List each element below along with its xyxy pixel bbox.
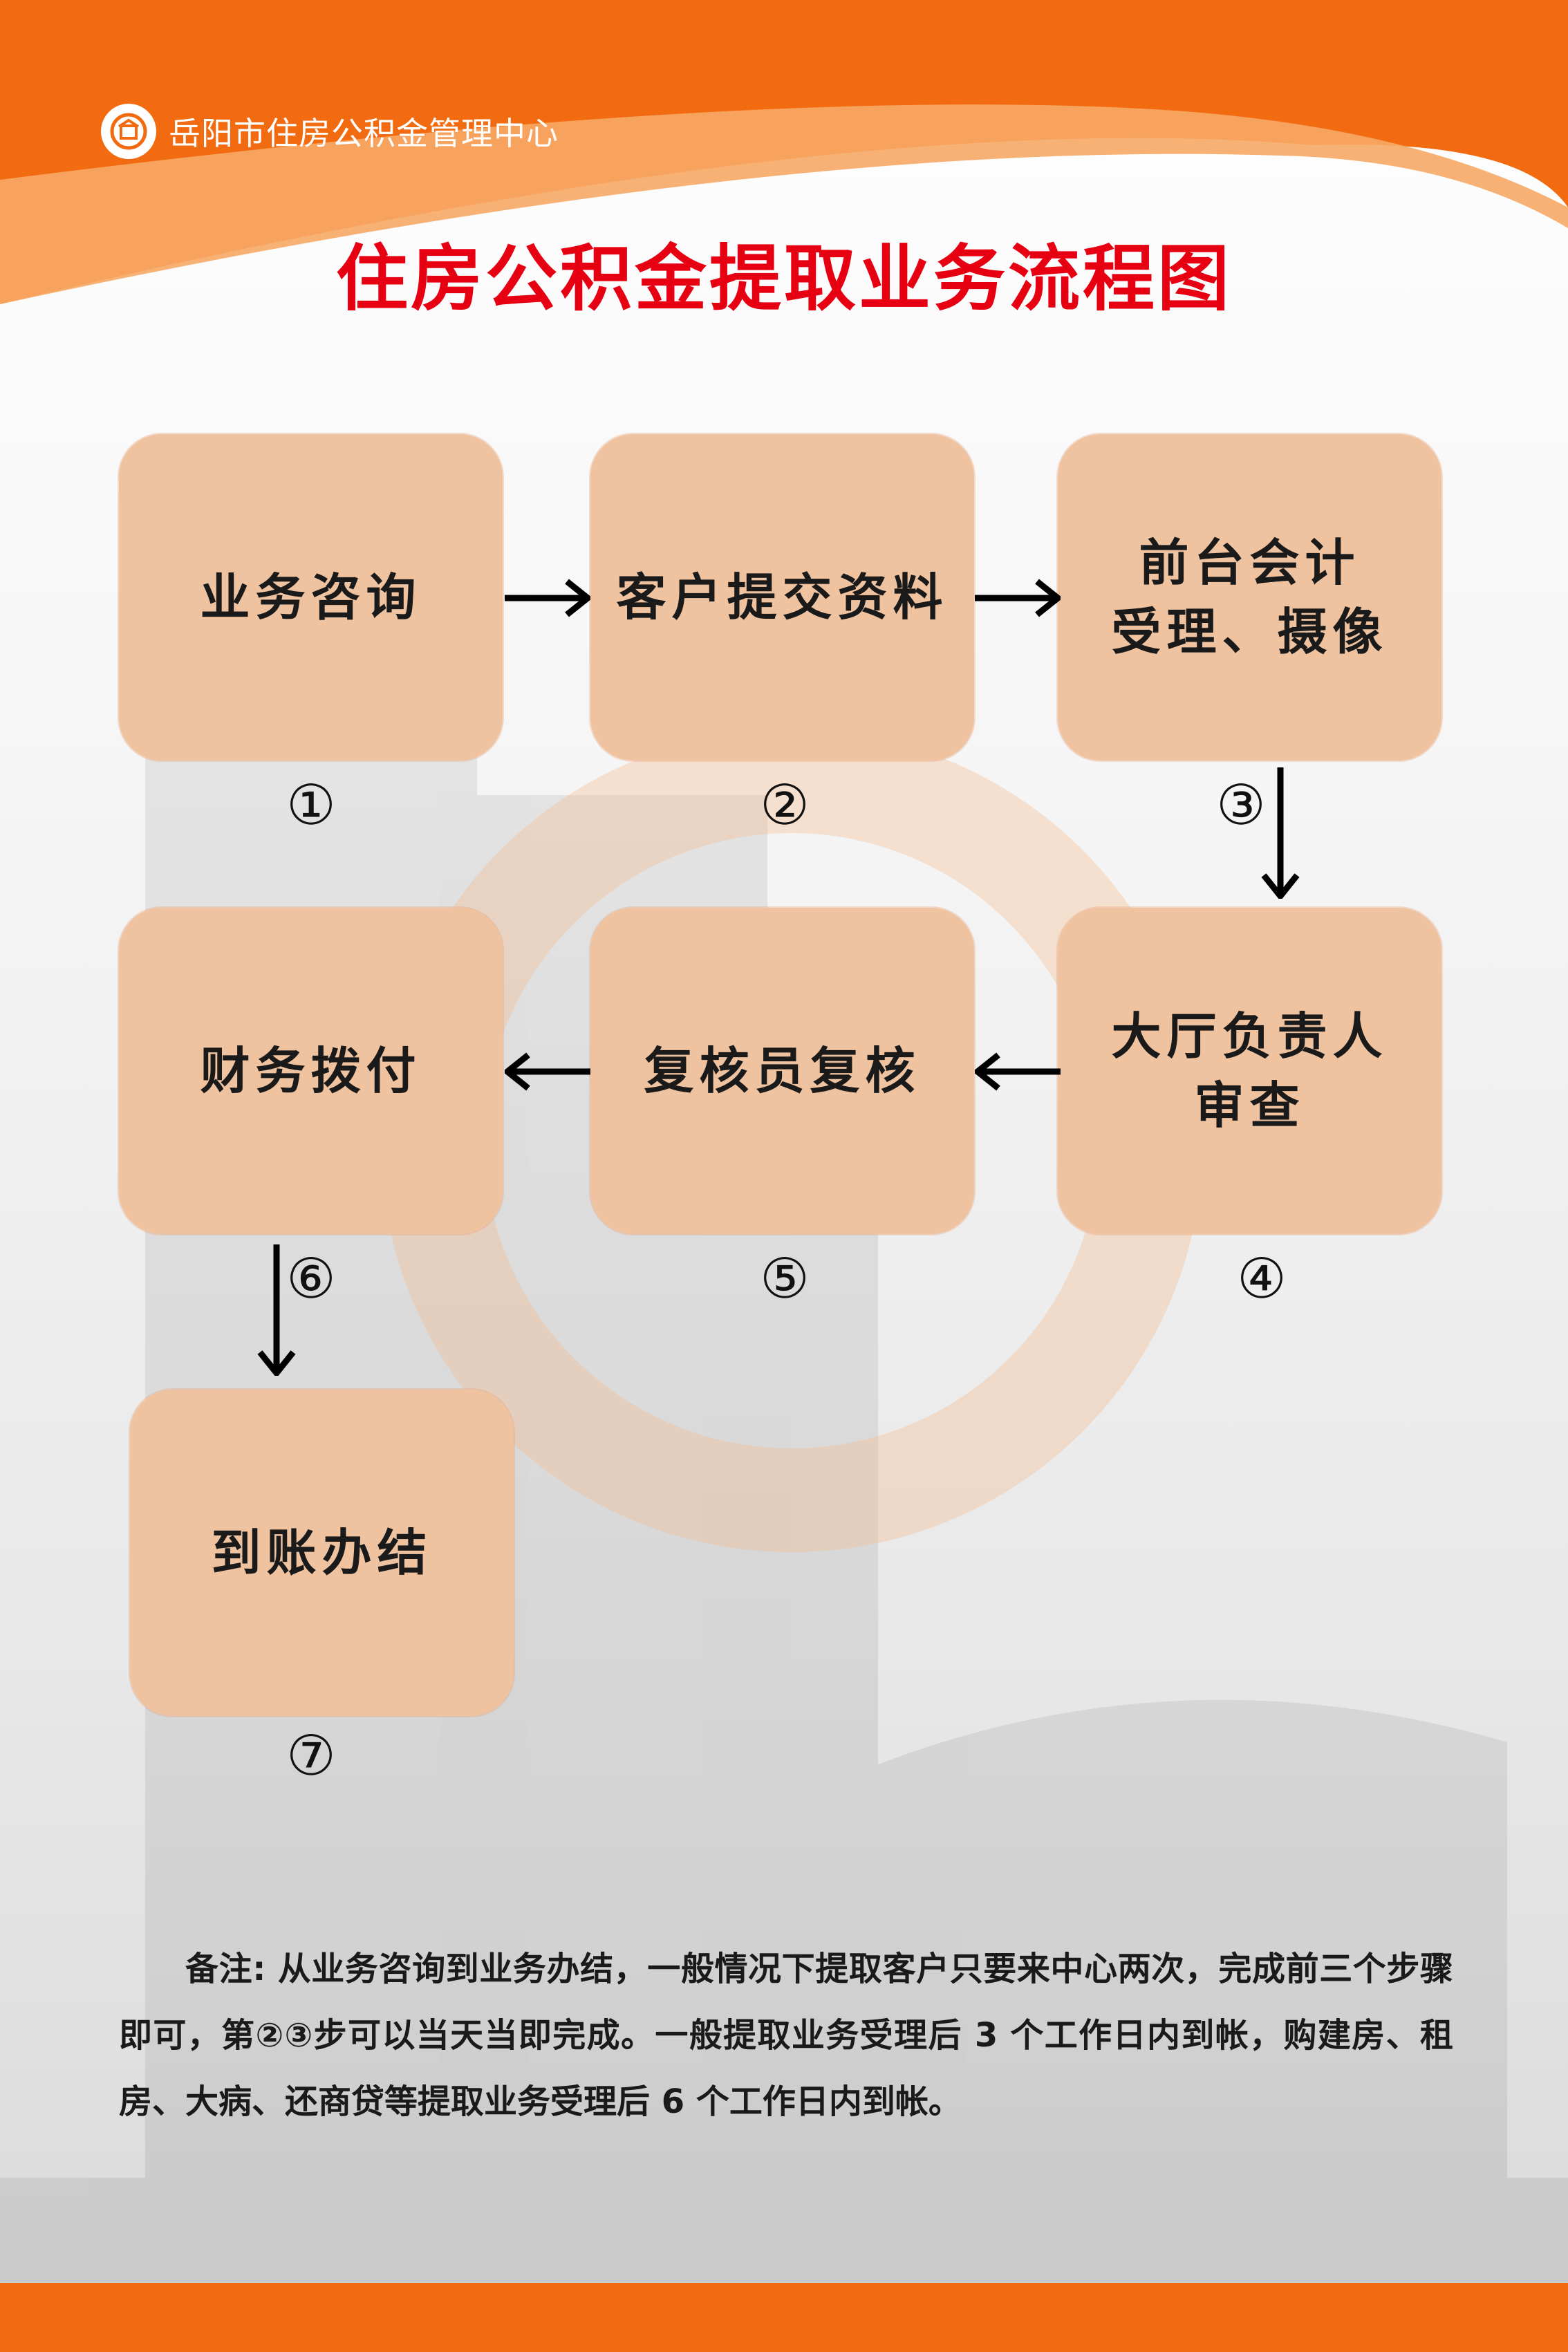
- footnote-text: 备注: 从业务咨询到业务办结，一般情况下提取客户只要来中心两次，完成前三个步骤即…: [119, 1950, 1453, 2121]
- step-4-label: 大厅负责人 审查: [1111, 1007, 1388, 1135]
- step-2-box: 客户提交资料: [590, 434, 974, 760]
- step-7-number: ⑦: [286, 1724, 336, 1788]
- org-logo-icon: [101, 104, 156, 159]
- step-5-box: 复核员复核: [590, 908, 974, 1234]
- arrow-left-icon: [505, 1052, 590, 1091]
- step-7-label: 到账办结: [211, 1524, 433, 1582]
- step-1-number: ①: [286, 773, 336, 837]
- step-2-label: 客户提交资料: [616, 568, 949, 626]
- arrow-right-icon: [975, 579, 1061, 617]
- arrow-left-icon: [975, 1052, 1061, 1091]
- step-7-box: 到账办结: [130, 1390, 514, 1716]
- step-4-number: ④: [1237, 1247, 1287, 1311]
- step-5-label: 复核员复核: [644, 1042, 921, 1100]
- step-3-label: 前台会计 受理、摄像: [1111, 534, 1388, 661]
- step-3-box: 前台会计 受理、摄像: [1058, 434, 1441, 760]
- arrow-down-icon: [1261, 767, 1300, 899]
- org-name: 岳阳市住房公积金管理中心: [169, 115, 559, 152]
- step-4-box: 大厅负责人 审查: [1058, 908, 1441, 1234]
- header-swoosh-light: [0, 104, 1568, 304]
- step-5-number: ⑤: [760, 1247, 810, 1311]
- step-2-number: ②: [760, 773, 810, 837]
- step-3-number: ③: [1216, 773, 1266, 837]
- arrow-down-icon: [257, 1244, 296, 1376]
- step-6-label: 财务拨付: [200, 1042, 422, 1100]
- step-6-number: ⑥: [286, 1247, 336, 1311]
- step-6-box: 财务拨付: [119, 908, 503, 1234]
- org-header: 岳阳市住房公积金管理中心: [101, 104, 559, 159]
- arrow-right-icon: [505, 579, 590, 617]
- page-title: 住房公积金提取业务流程图: [335, 236, 1232, 321]
- footer-bar: [0, 2283, 1568, 2352]
- step-1-box: 业务咨询: [119, 434, 503, 760]
- step-1-label: 业务咨询: [200, 568, 422, 626]
